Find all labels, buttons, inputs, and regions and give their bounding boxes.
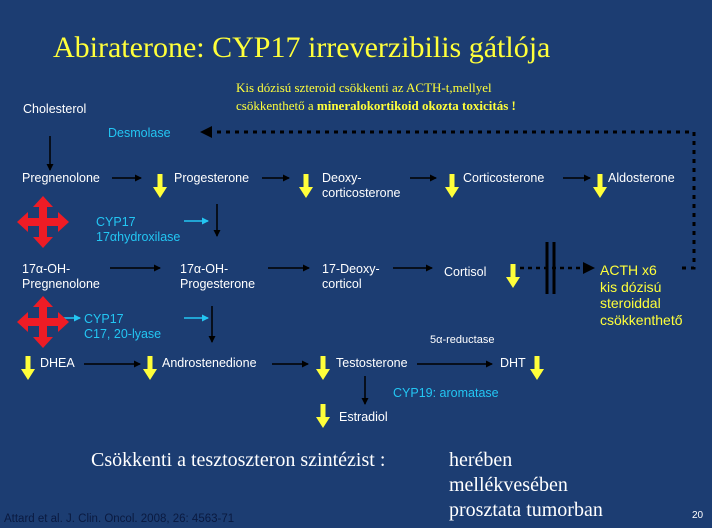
node-estradiol: Estradiol bbox=[339, 410, 388, 424]
enzyme-desmolase: Desmolase bbox=[108, 126, 171, 140]
acth-note: ACTH x6 kis dózisú steroiddal csökkenthe… bbox=[600, 262, 683, 328]
node-progesterone: Progesterone bbox=[174, 171, 250, 185]
node-cholesterol: Cholesterol bbox=[23, 102, 87, 116]
yellow-down-arrow-icon bbox=[316, 356, 330, 380]
note-line-2-bold: mineralokortikoid okozta toxicitás ! bbox=[316, 98, 516, 113]
red-four-way-arrow-icon bbox=[17, 196, 69, 248]
node-cortisol: Cortisol bbox=[444, 265, 487, 279]
note-line-1: Kis dózisú szteroid csökkenti az ACTH-t,… bbox=[236, 80, 492, 95]
enzyme-cyp19-aromatase: CYP19: aromatase bbox=[393, 386, 499, 400]
acth-line2: kis dózisú bbox=[600, 278, 662, 295]
conclusion-item-3: prosztata tumorban bbox=[449, 499, 603, 521]
node-ohprog-line1: 17α-OH- bbox=[180, 262, 229, 276]
feedback-dotted-path bbox=[208, 130, 696, 270]
enzyme-cyp17-hydroxylase: CYP17 17αhydroxilase bbox=[96, 215, 180, 245]
red-four-way-arrow-icon bbox=[17, 296, 69, 348]
acth-line4: csökkenthető bbox=[600, 311, 683, 328]
conclusion-item-1: herében bbox=[449, 449, 513, 471]
enzyme-cyp17-lyase: CYP17 C17, 20-lyase bbox=[84, 312, 161, 342]
node-17oh-pregnenolone: 17α-OH- Pregnenolone bbox=[22, 262, 100, 292]
enzyme-cyp17-line2: 17αhydroxilase bbox=[96, 230, 181, 244]
node-deoxycort-line1: 17-Deoxy- bbox=[322, 262, 380, 276]
node-dhea: DHEA bbox=[40, 356, 75, 370]
arrow-cortisol-acth-head bbox=[583, 262, 595, 274]
acth-line1: ACTH x6 bbox=[600, 262, 657, 278]
node-dht: DHT bbox=[500, 356, 526, 370]
acth-line3: steroiddal bbox=[600, 295, 661, 311]
yellow-down-arrow-icon bbox=[316, 404, 330, 428]
yellow-down-arrow-icon bbox=[506, 264, 520, 288]
yellow-down-arrow-icon bbox=[153, 174, 167, 198]
node-corticosterone: Corticosterone bbox=[463, 171, 545, 185]
node-17-deoxycorticol: 17-Deoxy- corticol bbox=[322, 262, 380, 292]
enzyme-lyase-line1: CYP17 bbox=[84, 312, 124, 326]
conclusion-item-2: mellékvesében bbox=[449, 474, 568, 496]
yellow-down-arrow-icon bbox=[299, 174, 313, 198]
yellow-down-arrow-icon bbox=[445, 174, 459, 198]
slide-title: Abiraterone: CYP17 irreverzibilis gátlój… bbox=[53, 31, 551, 64]
page-number: 20 bbox=[692, 510, 704, 521]
node-aldosterone: Aldosterone bbox=[608, 171, 675, 185]
node-deoxy-line1: Deoxy- bbox=[322, 171, 362, 185]
citation: Attard et al. J. Clin. Oncol. 2008, 26: … bbox=[4, 513, 235, 525]
yellow-down-arrow-icon bbox=[530, 356, 544, 380]
node-pregnenolone: Pregnenolone bbox=[22, 171, 100, 185]
node-deoxycort-line2: corticol bbox=[322, 277, 362, 291]
feedback-arrow-head bbox=[200, 126, 212, 138]
node-androstenedione: Androstenedione bbox=[162, 356, 257, 370]
note-line-2-text: csökkenthető a bbox=[236, 98, 317, 113]
yellow-down-arrow-icon bbox=[143, 356, 157, 380]
conclusion-lead: Csökkenti a tesztoszteron szintézist : bbox=[91, 449, 386, 471]
yellow-down-arrow-icon bbox=[593, 174, 607, 198]
node-ohpreg-line2: Pregnenolone bbox=[22, 277, 100, 291]
node-17oh-progesterone: 17α-OH- Progesterone bbox=[180, 262, 255, 292]
node-testosterone: Testosterone bbox=[336, 356, 408, 370]
yellow-down-arrow-icon bbox=[21, 356, 35, 380]
enzyme-cyp17-line1: CYP17 bbox=[96, 215, 136, 229]
node-deoxycorticosterone: Deoxy- corticosterone bbox=[322, 171, 401, 201]
node-deoxy-line2: corticosterone bbox=[322, 186, 401, 200]
enzyme-lyase-line2: C17, 20-lyase bbox=[84, 327, 162, 341]
node-ohprog-line2: Progesterone bbox=[180, 277, 256, 291]
note-line-2: csökkenthető a mineralokortikoid okozta … bbox=[236, 98, 516, 114]
node-ohpreg-line1: 17α-OH- bbox=[22, 262, 71, 276]
enzyme-5a-reductase: 5α-reductase bbox=[430, 334, 495, 346]
